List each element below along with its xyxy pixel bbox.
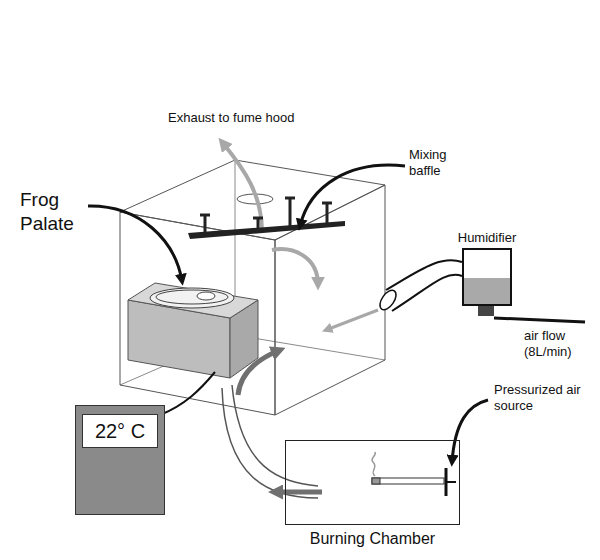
chamber-back-edges bbox=[120, 160, 385, 385]
pressure-pointer bbox=[452, 400, 488, 462]
smoke-arrow bbox=[238, 350, 280, 395]
dish bbox=[150, 288, 234, 308]
humidifier-tube bbox=[392, 275, 462, 311]
bolt bbox=[257, 218, 260, 232]
cigarette-ember bbox=[372, 478, 380, 484]
burning-chamber: Burning Chamber bbox=[285, 440, 460, 525]
exhaust-label: Exhaust to fume hood bbox=[168, 110, 294, 126]
smoke-tube bbox=[222, 388, 318, 498]
baffle-label: Mixing baffle bbox=[409, 147, 467, 180]
mixing-baffle bbox=[188, 221, 345, 239]
exhaust-arrow bbox=[222, 142, 262, 232]
palate-pointer bbox=[88, 206, 182, 281]
temperature-reading: 22° C bbox=[95, 419, 145, 443]
bolt-cap bbox=[253, 217, 263, 220]
frog-stand bbox=[128, 283, 258, 378]
palate-label: Frog Palate bbox=[20, 188, 86, 236]
dish-rim bbox=[156, 290, 228, 304]
chamber-front bbox=[120, 212, 275, 415]
bolt bbox=[289, 198, 292, 229]
cigarette bbox=[372, 478, 444, 484]
humid-air-arrow bbox=[326, 310, 378, 330]
bolt bbox=[204, 215, 207, 236]
baffle-pointer bbox=[300, 165, 405, 226]
thermometer-display: 22° C bbox=[75, 405, 165, 515]
smoke-curl bbox=[372, 452, 375, 476]
temperature-probe bbox=[160, 372, 215, 415]
stand-top bbox=[128, 283, 258, 318]
smoke-arrow bbox=[274, 490, 322, 495]
cigarette-holder bbox=[446, 481, 456, 483]
humidifier-label: Humidifier bbox=[458, 230, 517, 246]
humidifier-water bbox=[464, 278, 510, 304]
humidifier-inlet bbox=[478, 306, 494, 316]
bolt bbox=[326, 203, 329, 223]
chamber-side bbox=[275, 185, 385, 415]
smoke-tube bbox=[232, 385, 318, 486]
tube-outlet bbox=[377, 288, 399, 313]
frog-palate-tissue bbox=[197, 292, 215, 300]
pressure-label: Pressurized air source bbox=[494, 382, 586, 415]
air-flow-label: air flow (8L/min) bbox=[524, 328, 588, 361]
chamber-front-edges bbox=[120, 160, 385, 415]
display-screen: 22° C bbox=[82, 414, 158, 448]
mixing-flow-arrow bbox=[272, 249, 318, 285]
humidifier: Humidifier bbox=[462, 248, 512, 306]
baffle-bolts bbox=[200, 198, 332, 236]
bolt-cap bbox=[285, 197, 295, 200]
bolt-cap bbox=[322, 202, 332, 205]
bolt-cap bbox=[200, 214, 210, 217]
burning-chamber-label: Burning Chamber bbox=[310, 529, 435, 549]
air-flow-line bbox=[494, 318, 585, 322]
